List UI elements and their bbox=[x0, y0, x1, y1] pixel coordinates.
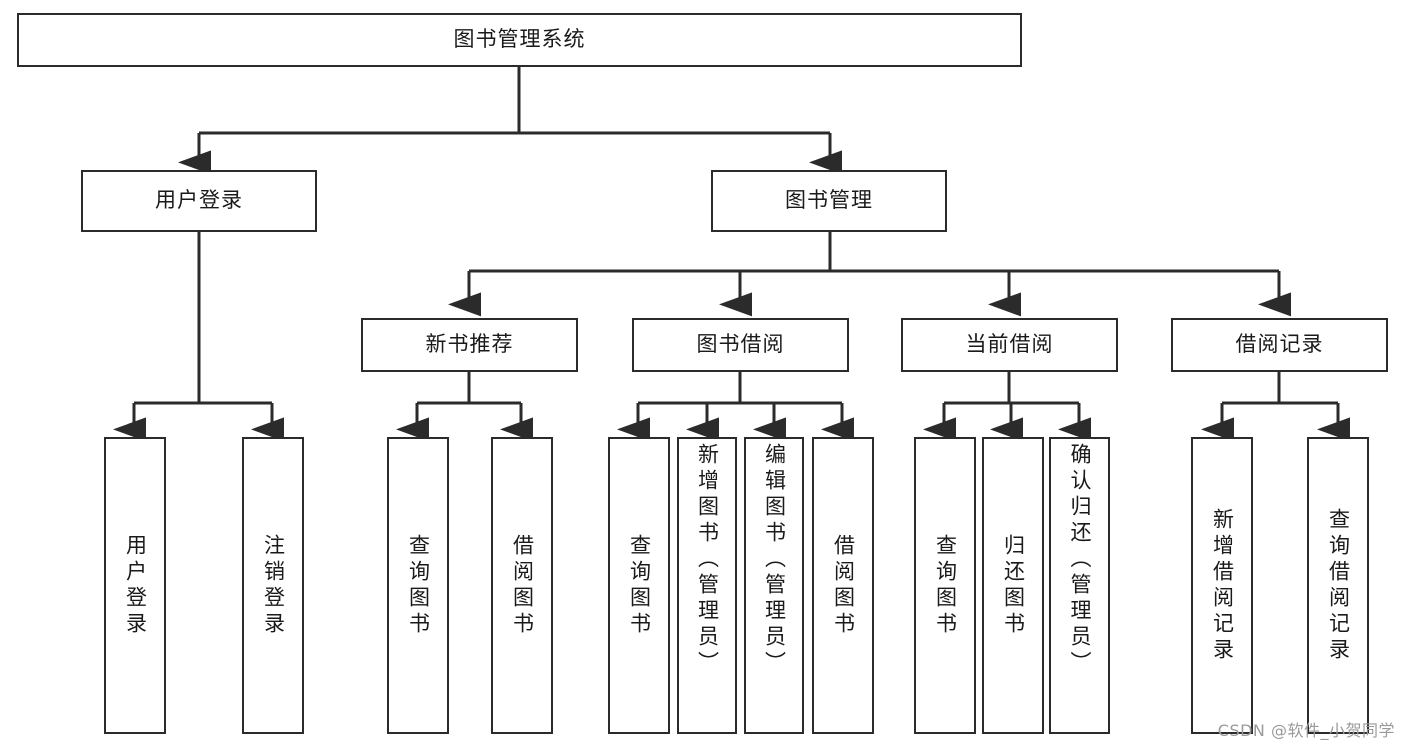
leaf-new-book-1[interactable]: 查询图书 bbox=[387, 437, 449, 734]
node-borrow-record[interactable]: 借阅记录 bbox=[1171, 318, 1388, 372]
leaf-label: 新增借阅记录 bbox=[1210, 507, 1235, 664]
leaf-label: 查询图书 bbox=[933, 533, 958, 638]
leaf-borrow-record-1[interactable]: 新增借阅记录 bbox=[1191, 437, 1253, 734]
node-root-label: 图书管理系统 bbox=[453, 27, 586, 52]
leaf-label: 借阅图书 bbox=[831, 533, 856, 638]
leaf-label: 归还图书 bbox=[1001, 533, 1026, 638]
leaf-book-borrow-1[interactable]: 查询图书 bbox=[608, 437, 670, 734]
leaf-current-borrow-2[interactable]: 归还图书 bbox=[982, 437, 1044, 734]
leaf-label: 确认归还（管理员） bbox=[1068, 443, 1092, 677]
leaf-user-login-1[interactable]: 用户登录 bbox=[104, 437, 166, 734]
leaf-current-borrow-1[interactable]: 查询图书 bbox=[914, 437, 976, 734]
leaf-current-borrow-3[interactable]: 确认归还（管理员） bbox=[1049, 437, 1110, 734]
node-book-management[interactable]: 图书管理 bbox=[711, 170, 947, 232]
leaf-label: 编辑图书（管理员） bbox=[762, 443, 787, 677]
leaf-label: 查询图书 bbox=[406, 533, 431, 638]
leaf-book-borrow-4[interactable]: 借阅图书 bbox=[812, 437, 874, 734]
node-book-management-label: 图书管理 bbox=[785, 188, 873, 213]
node-user-login[interactable]: 用户登录 bbox=[81, 170, 317, 232]
leaf-user-login-2[interactable]: 注销登录 bbox=[242, 437, 304, 734]
leaf-borrow-record-2[interactable]: 查询借阅记录 bbox=[1307, 437, 1369, 734]
node-book-borrow-label: 图书借阅 bbox=[696, 332, 785, 357]
node-new-book-recommend-label: 新书推荐 bbox=[425, 332, 514, 357]
node-root[interactable]: 图书管理系统 bbox=[17, 13, 1022, 67]
leaf-label: 新增图书（管理员） bbox=[695, 443, 720, 677]
leaf-label: 查询借阅记录 bbox=[1326, 507, 1351, 664]
leaf-label: 注销登录 bbox=[261, 533, 286, 638]
leaf-label: 借阅图书 bbox=[510, 533, 535, 638]
node-new-book-recommend[interactable]: 新书推荐 bbox=[361, 318, 578, 372]
node-current-borrow[interactable]: 当前借阅 bbox=[901, 318, 1118, 372]
leaf-book-borrow-3[interactable]: 编辑图书（管理员） bbox=[744, 437, 804, 734]
node-current-borrow-label: 当前借阅 bbox=[965, 332, 1054, 357]
leaf-label: 查询图书 bbox=[627, 533, 652, 638]
node-user-login-label: 用户登录 bbox=[155, 188, 243, 213]
node-book-borrow[interactable]: 图书借阅 bbox=[632, 318, 849, 372]
leaf-book-borrow-2[interactable]: 新增图书（管理员） bbox=[677, 437, 737, 734]
node-borrow-record-label: 借阅记录 bbox=[1235, 332, 1324, 357]
leaf-new-book-2[interactable]: 借阅图书 bbox=[491, 437, 553, 734]
leaf-label: 用户登录 bbox=[123, 533, 148, 638]
